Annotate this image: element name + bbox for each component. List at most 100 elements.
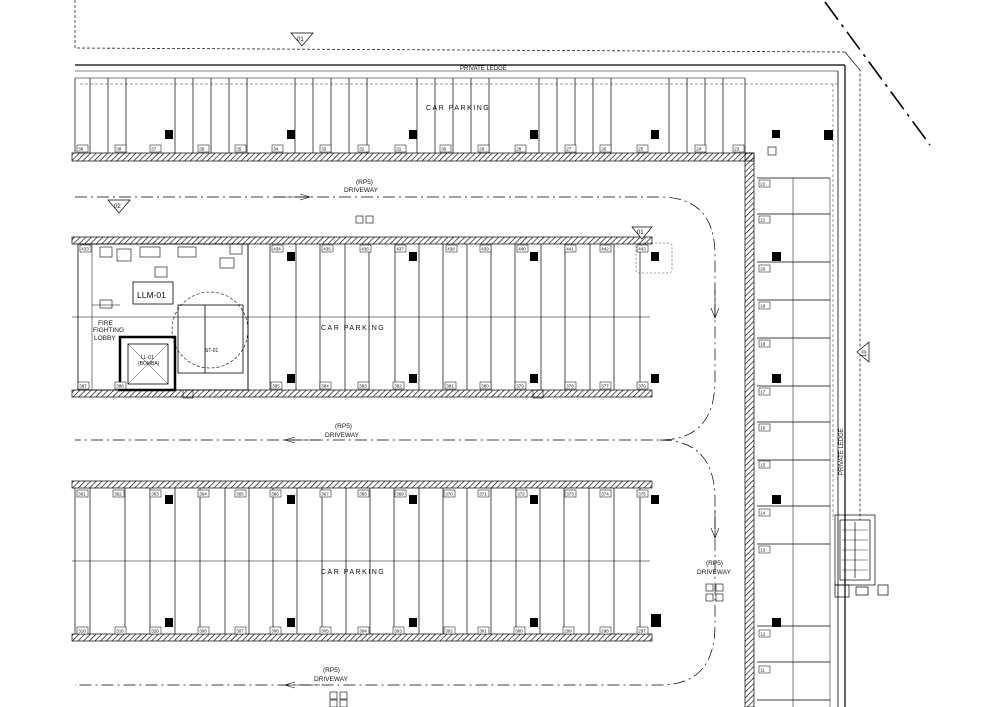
svg-text:19: 19 bbox=[760, 304, 766, 309]
stall-number-row4: 370 bbox=[443, 489, 456, 498]
svg-text:300: 300 bbox=[515, 629, 523, 634]
core-block bbox=[77, 243, 249, 392]
svg-text:379: 379 bbox=[516, 384, 524, 389]
stall-number-row2: 436 bbox=[359, 244, 372, 253]
svg-text:23: 23 bbox=[734, 147, 740, 152]
site-boundary bbox=[74, 0, 861, 520]
stall-number-column: 13 bbox=[758, 545, 771, 554]
svg-text:380: 380 bbox=[481, 384, 489, 389]
stall-number-row5: 308 bbox=[197, 626, 210, 635]
svg-text:33: 33 bbox=[321, 147, 327, 152]
stall-number-row1: 30 bbox=[439, 144, 452, 153]
stall-number-row4: 366 bbox=[269, 489, 282, 498]
section-marker-top: 01 bbox=[290, 32, 314, 47]
stall-number-row5: 305 bbox=[319, 626, 332, 635]
svg-text:310: 310 bbox=[78, 629, 86, 634]
private-ledge-right-label: PRIVATE LEDGE bbox=[839, 428, 845, 475]
svg-text:441: 441 bbox=[566, 247, 574, 252]
stall-number-row2: 440 bbox=[516, 244, 529, 253]
private-ledge-top bbox=[75, 64, 846, 707]
fire-lobby-line-3: LOBBY bbox=[94, 335, 116, 342]
svg-text:21: 21 bbox=[760, 218, 766, 223]
lift-label-2: (BOMBA) bbox=[138, 361, 160, 367]
stair-label: ST-01 bbox=[205, 348, 219, 354]
stall-number-row5: 320 bbox=[149, 626, 162, 635]
stall-number-row1: 37 bbox=[149, 144, 162, 153]
stall-number-row5: 303 bbox=[392, 626, 405, 635]
svg-text:32: 32 bbox=[359, 147, 365, 152]
svg-text:28: 28 bbox=[516, 147, 522, 152]
stall-number-row5: 299 bbox=[562, 626, 575, 635]
stall-number-column: 20 bbox=[758, 264, 771, 273]
stall-number-row1: 36 bbox=[197, 144, 210, 153]
stall-number-row5: 310 bbox=[76, 626, 89, 635]
stall-number-row1: 26 bbox=[599, 144, 612, 153]
svg-text:374: 374 bbox=[601, 492, 609, 497]
row-centre-lines bbox=[72, 316, 650, 562]
parking-column-right bbox=[757, 177, 831, 707]
stall-number-row4: 369 bbox=[394, 489, 407, 498]
svg-text:361: 361 bbox=[78, 492, 86, 497]
stall-number-row2: 439 bbox=[479, 244, 492, 253]
rp5-label-2: (RP5) bbox=[335, 423, 352, 430]
stall-number-row3: 378 bbox=[564, 381, 577, 390]
hatched-walls bbox=[71, 152, 755, 707]
svg-text:301: 301 bbox=[479, 629, 487, 634]
section-marker-mid: 01 bbox=[631, 226, 653, 240]
svg-text:12: 12 bbox=[760, 632, 766, 637]
svg-text:365: 365 bbox=[236, 492, 244, 497]
stall-number-row1: 38 bbox=[114, 144, 127, 153]
dashed-box bbox=[635, 242, 673, 274]
svg-text:378: 378 bbox=[566, 384, 574, 389]
stall-number-row5: 302 bbox=[443, 626, 456, 635]
stall-number-row2: 437 bbox=[394, 244, 407, 253]
svg-text:442: 442 bbox=[601, 247, 609, 252]
stall-number-row1: 25 bbox=[636, 144, 649, 153]
svg-text:298: 298 bbox=[601, 629, 609, 634]
misc-symbols bbox=[182, 146, 777, 707]
stall-number-row1: 28 bbox=[514, 144, 527, 153]
svg-text:387: 387 bbox=[79, 384, 87, 389]
stall-number-row5: 297 bbox=[636, 626, 649, 635]
stall-number-row4: 375 bbox=[636, 489, 649, 498]
svg-text:443: 443 bbox=[638, 247, 646, 252]
stall-number-row2: 434 bbox=[271, 244, 284, 253]
svg-text:364: 364 bbox=[199, 492, 207, 497]
svg-text:35: 35 bbox=[236, 147, 242, 152]
core-equipment bbox=[99, 243, 243, 309]
svg-text:38: 38 bbox=[116, 147, 122, 152]
svg-text:440: 440 bbox=[518, 247, 526, 252]
svg-text:31: 31 bbox=[396, 147, 402, 152]
car-parking-label-2: CAR PARKING bbox=[321, 325, 385, 332]
stall-number-row1: 38 bbox=[76, 144, 89, 153]
structural-columns bbox=[165, 130, 833, 627]
svg-text:15: 15 bbox=[760, 463, 766, 468]
stall-number-row4: 374 bbox=[599, 489, 612, 498]
svg-text:372: 372 bbox=[517, 492, 525, 497]
stall-number-column: 14 bbox=[758, 508, 771, 517]
stall-number-row1: 23 bbox=[732, 144, 745, 153]
stall-number-row2: 433 bbox=[79, 244, 92, 253]
svg-text:362: 362 bbox=[114, 492, 122, 497]
svg-text:386: 386 bbox=[116, 384, 124, 389]
svg-text:436: 436 bbox=[361, 247, 369, 252]
car-parking-label-1: CAR PARKING bbox=[426, 105, 490, 112]
svg-text:435: 435 bbox=[323, 247, 331, 252]
section-marker-left: 02 bbox=[107, 199, 131, 214]
svg-text:320: 320 bbox=[151, 629, 159, 634]
stall-number-row1: 33 bbox=[319, 144, 332, 153]
stall-number-row1: 31 bbox=[394, 144, 407, 153]
stall-number-column: 16 bbox=[758, 423, 771, 432]
stall-number-row3: 377 bbox=[599, 381, 612, 390]
stall-number-column: 22 bbox=[758, 179, 771, 188]
svg-text:25: 25 bbox=[638, 147, 644, 152]
stall-number-row4: 372 bbox=[515, 489, 528, 498]
stall-number-row2: 435 bbox=[321, 244, 334, 253]
stall-number-row4: 364 bbox=[197, 489, 210, 498]
svg-text:438: 438 bbox=[447, 247, 455, 252]
svg-text:34: 34 bbox=[273, 147, 279, 152]
stall-number-row2: 438 bbox=[445, 244, 458, 253]
stall-number-row3: 379 bbox=[514, 381, 527, 390]
svg-text:434: 434 bbox=[273, 247, 281, 252]
svg-text:30: 30 bbox=[441, 147, 447, 152]
